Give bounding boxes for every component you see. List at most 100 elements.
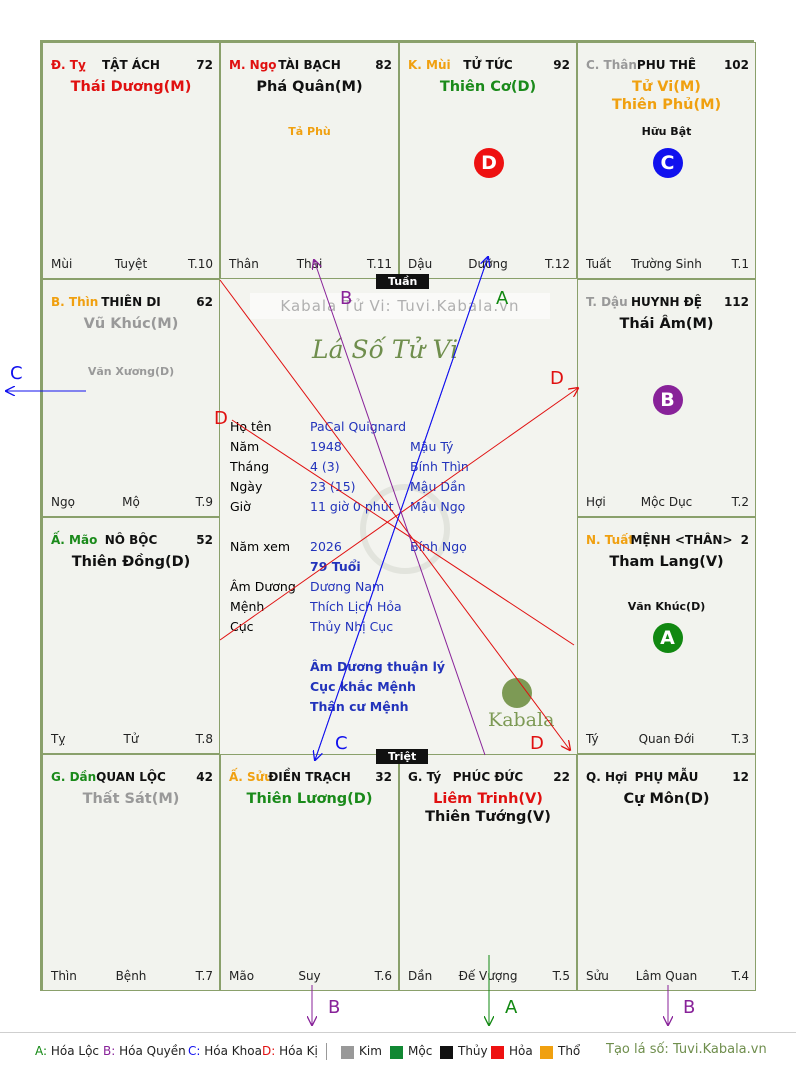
tuan-badge: Tuần xyxy=(376,274,430,289)
info-label: Mệnh xyxy=(230,599,265,614)
foot-stage: Quan Đới xyxy=(638,732,695,746)
palace-house: NÔ BỘC xyxy=(104,533,158,547)
palace-can: K. Mùi xyxy=(408,58,451,72)
foot-period: T.1 xyxy=(731,257,749,271)
info-label: Họ tên xyxy=(230,419,272,434)
major-stars: Phá Quân(M) xyxy=(221,78,398,96)
major-stars: Vũ Khúc(M) xyxy=(43,315,219,333)
kabala-brand: Kabala xyxy=(488,709,555,731)
info-label: Ngày xyxy=(230,479,263,494)
palace-can: Ấ. Mão xyxy=(51,533,98,547)
arrow-b-1 xyxy=(314,260,486,756)
palace-can: B. Thìn xyxy=(51,295,99,309)
info-value: Dương Nam xyxy=(310,579,385,594)
major-star: Thái Âm(M) xyxy=(619,316,714,332)
minor-star: Tả Phù xyxy=(288,125,331,138)
palace-house: QUAN LỘC xyxy=(96,770,166,784)
arrow-label: D xyxy=(530,733,544,754)
palace-house: PHỤ MẪU xyxy=(634,770,699,784)
palace-tu-tuc: K. Mùi TỬ TỨC 92 Thiên Cơ(D) Dậu Dưỡng T… xyxy=(399,42,577,279)
logo-title: Lá Số Tử Vi xyxy=(312,335,459,364)
foot-period: T.10 xyxy=(188,257,213,271)
legend-item: C: Hóa Khoa xyxy=(188,1044,262,1058)
major-star: Phá Quân(M) xyxy=(256,79,363,95)
foot-period: T.5 xyxy=(552,969,570,983)
arrow-label: A xyxy=(505,997,518,1018)
arrow-d-2 xyxy=(219,279,570,750)
palace-num: 42 xyxy=(196,770,213,784)
major-stars: Thái Âm(M) xyxy=(578,315,755,333)
element-label: Kim xyxy=(359,1044,382,1058)
minor-star: Văn Khúc(D) xyxy=(627,600,706,613)
arrow-label: C xyxy=(335,733,348,754)
foot-stage: Bệnh xyxy=(115,969,147,983)
info-label: Năm xem xyxy=(230,539,291,554)
info-label: Năm xyxy=(230,439,260,454)
arrow-label: B xyxy=(328,997,341,1018)
element-label: Thủy xyxy=(458,1044,488,1058)
foot-branch: Sửu xyxy=(586,969,609,983)
palace-num: 2 xyxy=(740,533,749,547)
palace-num: 12 xyxy=(732,770,749,784)
major-stars: Tham Lang(V) xyxy=(578,553,755,571)
arrow-label: A xyxy=(496,288,509,309)
palace-house: PHÚC ĐỨC xyxy=(452,770,524,784)
site-link[interactable]: Tạo lá số: Tuvi.Kabala.vn xyxy=(606,1042,767,1057)
palace-house: THIÊN DI xyxy=(101,295,161,309)
triet-badge: Triệt xyxy=(376,749,429,764)
palace-num: 52 xyxy=(196,533,213,547)
palace-can: N. Tuất xyxy=(586,533,635,547)
foot-period: T.4 xyxy=(731,969,749,983)
legend-value: Hóa Lộc xyxy=(47,1044,100,1058)
foot-branch: Mùi xyxy=(51,257,73,271)
foot-branch: Tý xyxy=(586,732,599,746)
major-star: Thiên Lương(D) xyxy=(246,791,373,807)
palace-house: TÀI BẠCH xyxy=(278,58,341,72)
major-stars: Thiên Lương(D) xyxy=(221,790,398,808)
major-stars: Thiên Đồng(D) xyxy=(43,553,219,571)
foot-stage: Đế Vượng xyxy=(458,969,518,983)
element-label: Hỏa xyxy=(509,1044,533,1058)
arrow-d-1 xyxy=(219,388,578,641)
palace-dien-trach: Ấ. Sửu ĐIỀN TRẠCH 32 Thiên Lương(D) Mão … xyxy=(220,754,399,991)
palace-can: Ấ. Sửu xyxy=(229,770,273,784)
foot-branch: Thìn xyxy=(51,969,77,983)
info-value: 11 giờ 0 phút xyxy=(310,499,394,514)
palace-huynh-de: T. Dậu HUYNH ĐỆ 112 Thái Âm(M) Hợi Mộc D… xyxy=(577,279,756,517)
palace-num: 112 xyxy=(723,295,749,309)
legend-value: Hóa Khoa xyxy=(200,1044,262,1058)
legend-value: Hóa Kị xyxy=(275,1044,318,1058)
element-swatch xyxy=(491,1046,504,1059)
foot-period: T.2 xyxy=(731,495,749,509)
major-star: Thiên Đồng(D) xyxy=(71,554,191,570)
legend-key: D: xyxy=(262,1044,276,1058)
foot-branch: Dần xyxy=(408,969,433,983)
major-star: Thiên Phủ(M) xyxy=(611,97,722,113)
palace-can: Q. Hợi xyxy=(586,770,628,784)
info-label: Cục xyxy=(230,619,254,634)
major-star: Vũ Khúc(M) xyxy=(83,316,179,332)
info-value: 79 Tuổi xyxy=(310,559,361,574)
major-star: Tử Vi(M) xyxy=(632,79,701,95)
legend-divider xyxy=(0,1032,796,1033)
foot-stage: Trường Sinh xyxy=(631,257,702,271)
info-value-can-chi: Mậu Ngọ xyxy=(410,499,466,514)
palace-phu-mau: Q. Hợi PHỤ MẪU 12 Cự Môn(D) Sửu Lâm Quan… xyxy=(577,754,756,991)
foot-stage: Tử xyxy=(123,732,139,746)
transformation-badge: C xyxy=(652,148,683,178)
palace-phu-the: C. Thân PHU THÊ 102 Tử Vi(M)Thiên Phủ(M)… xyxy=(577,42,756,279)
info-value: Thích Lịch Hỏa xyxy=(310,599,402,614)
palace-can: M. Ngọ xyxy=(229,58,277,72)
legend-key: A: xyxy=(35,1044,48,1058)
palace-house: ĐIỀN TRẠCH xyxy=(268,770,351,784)
legend-key: B: xyxy=(103,1044,116,1058)
major-stars: Thái Dương(M) xyxy=(43,78,219,96)
palace-num: 102 xyxy=(723,58,749,72)
foot-stage: Tuyệt xyxy=(114,257,148,271)
transformation-badge: B xyxy=(652,385,683,415)
foot-stage: Lâm Quan xyxy=(635,969,698,983)
transformation-badge: D xyxy=(474,148,504,178)
foot-period: T.3 xyxy=(731,732,749,746)
minor-star: Hữu Bật xyxy=(641,125,692,138)
palace-num: 82 xyxy=(375,58,392,72)
